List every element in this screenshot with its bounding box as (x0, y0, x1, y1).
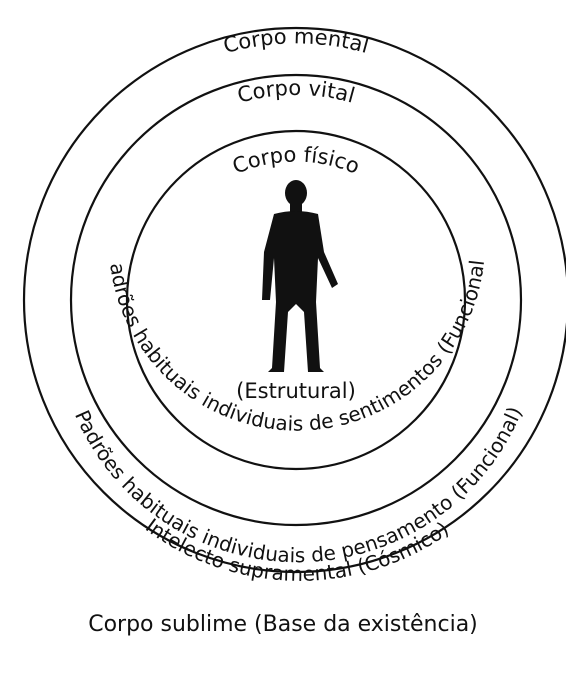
middle-circle (69, 73, 523, 527)
outer-circle-label: Corpo mental (221, 24, 372, 58)
diagram-caption: Corpo sublime (Base da existência) (88, 612, 478, 637)
outer-circle (22, 26, 566, 574)
inner-circle (125, 129, 467, 471)
inner-bottom-label: (Estrutural) (236, 379, 356, 403)
inner-circle-label: Corpo físico (229, 142, 363, 178)
human-silhouette-icon (262, 180, 338, 372)
vital-band-label: Padrões habituais individuais de sentime… (0, 0, 489, 436)
middle-circle-label: Corpo vital (235, 76, 358, 108)
